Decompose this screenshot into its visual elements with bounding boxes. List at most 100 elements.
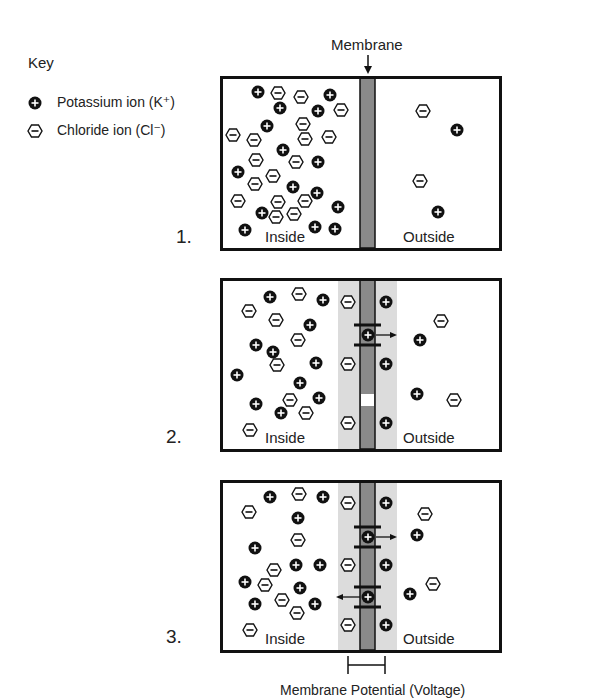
chloride-ion (247, 134, 261, 146)
ion-channel (354, 587, 381, 607)
potassium-ion (362, 531, 375, 544)
membrane-bar (360, 78, 375, 248)
chloride-ion (294, 91, 308, 103)
potassium-ion (250, 398, 263, 411)
potassium-ion (264, 491, 277, 504)
potassium-ion (312, 156, 325, 169)
potassium-ion (309, 598, 322, 611)
potassium-ion (380, 358, 393, 371)
potassium-ion (250, 339, 263, 352)
potassium-ion (324, 89, 337, 102)
side-label: Inside (265, 429, 305, 446)
potassium-ion (310, 357, 323, 370)
key-heading: Key (28, 54, 54, 71)
chloride-ion (287, 208, 301, 220)
potassium-ion (249, 598, 262, 611)
side-label: Outside (403, 630, 455, 647)
potassium-ion (277, 144, 290, 157)
potassium-ion (314, 559, 327, 572)
side-label: Outside (403, 429, 455, 446)
panel-number: 1. (176, 226, 192, 248)
membrane-bar (360, 280, 375, 449)
potassium-ion (329, 223, 342, 236)
chloride-ion (291, 334, 305, 346)
potassium-ion (317, 294, 330, 307)
legend-text: Chloride ion (Cl⁻) (57, 122, 166, 138)
flow-arrow (376, 332, 397, 338)
chloride-ion (270, 359, 284, 371)
chloride-ion (243, 424, 257, 436)
chloride-ion (296, 118, 310, 130)
potassium-ion (317, 491, 330, 504)
chloride-ion (341, 358, 355, 370)
potassium-ion (451, 124, 464, 137)
voltage-bracket (348, 656, 385, 674)
potassium-ion (274, 102, 287, 115)
chloride-ion (413, 175, 427, 187)
charge-band (338, 483, 397, 650)
chloride-ion (269, 211, 283, 223)
chloride-ion (334, 104, 348, 116)
chloride-ion (298, 133, 312, 145)
chloride-ion (447, 394, 461, 406)
potassium-ion (380, 559, 393, 572)
ion-chamber: InsideOutside (220, 76, 502, 251)
side-label: Inside (265, 630, 305, 647)
chloride-ion (434, 315, 448, 327)
chloride-ion (28, 125, 42, 137)
chloride-ion (341, 497, 355, 509)
chloride-ion (266, 170, 280, 182)
potassium-ion (261, 120, 274, 133)
chloride-ion (298, 195, 312, 207)
chloride-ion (267, 564, 281, 576)
flow-arrow (336, 594, 360, 600)
charge-band (338, 281, 397, 449)
side-label: Inside (265, 228, 305, 245)
chloride-ion (242, 305, 256, 317)
potassium-ion (362, 591, 375, 604)
potassium-ion (256, 207, 269, 220)
potassium-ion (267, 346, 280, 359)
chloride-ion (416, 105, 430, 117)
chloride-ion (258, 579, 272, 591)
chloride-ion (341, 296, 355, 308)
potassium-ion (231, 369, 244, 382)
potassium-ion (312, 105, 325, 118)
potassium-ion (309, 221, 322, 234)
chloride-ion (292, 288, 306, 300)
potassium-ion (432, 206, 445, 219)
potassium-ion (332, 201, 345, 214)
chloride-ion (243, 624, 257, 636)
ion-chamber: Inside Outside (220, 480, 502, 653)
panel-number: 3. (166, 626, 182, 648)
chloride-ion (341, 417, 355, 429)
potassium-ion (29, 97, 42, 110)
chloride-ion (290, 607, 304, 619)
potassium-ion (294, 582, 307, 595)
potassium-ion (290, 559, 303, 572)
legend-text: Potassium ion (K⁺) (57, 94, 175, 110)
potassium-ion (287, 181, 300, 194)
chloride-ion (291, 534, 305, 546)
potassium-ion (313, 392, 326, 405)
potassium-ion (264, 291, 277, 304)
membrane-gap (361, 394, 374, 406)
potassium-ion (304, 319, 317, 332)
potassium-ion (252, 86, 265, 99)
chloride-ion (269, 314, 283, 326)
chloride-ion (322, 131, 336, 143)
chloride-ion (418, 508, 432, 520)
potassium-ion (362, 329, 375, 342)
potassium-ion (380, 296, 393, 309)
potassium-ion (404, 588, 417, 601)
potassium-ion (239, 224, 252, 237)
panel-number: 2. (166, 426, 182, 448)
chloride-ion (226, 129, 240, 141)
chloride-ion (249, 154, 263, 166)
chloride-ion (341, 559, 355, 571)
potassium-ion (380, 619, 393, 632)
potassium-ion (249, 542, 262, 555)
chloride-ion (289, 156, 303, 168)
chloride-ion (283, 394, 297, 406)
chloride-ion (242, 506, 256, 518)
